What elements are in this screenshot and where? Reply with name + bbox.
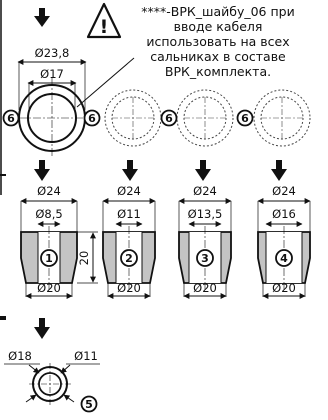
svg-text:!: ! bbox=[100, 16, 109, 38]
washer-2-top-diameter: Ø24 bbox=[117, 184, 141, 198]
bottom-part-inner-diameter: Ø11 bbox=[74, 349, 98, 363]
part-callout-6-b: 6 bbox=[83, 109, 101, 127]
down-arrow-3 bbox=[195, 160, 211, 181]
top-ring-inner-diameter: Ø17 bbox=[40, 67, 64, 81]
washer-3-number: 3 bbox=[201, 252, 209, 265]
washer-2-number-badge bbox=[120, 249, 138, 267]
note-line-5: ВРК_комплекта. bbox=[165, 64, 271, 79]
washer-2: Ø24 Ø11 2 Ø20 bbox=[102, 184, 156, 299]
down-arrow-2 bbox=[122, 160, 138, 181]
washer-1: Ø24 Ø8,5 1 Ø20 bbox=[20, 184, 78, 299]
warning-icon: ! bbox=[86, 2, 122, 39]
installation-note: ****-ВРК_шайбу_06 при вводе кабеля испол… bbox=[141, 4, 294, 79]
dotted-ring-4 bbox=[253, 89, 311, 147]
washer-2-number: 2 bbox=[125, 252, 133, 265]
left-border bbox=[0, 0, 6, 320]
washer-3-hole-diameter: Ø13,5 bbox=[188, 207, 223, 221]
washer-2-bottom-diameter: Ø20 bbox=[117, 281, 141, 295]
part-callout-5-label: 5 bbox=[85, 398, 93, 411]
height-dimension-label: 20 bbox=[77, 251, 91, 266]
washer-3-bottom-diameter: Ø20 bbox=[193, 281, 217, 295]
bottom-part: Ø18 Ø11 5 bbox=[4, 349, 100, 413]
dotted-ring-2 bbox=[104, 89, 162, 147]
washer-4-number-badge bbox=[275, 249, 293, 267]
svg-text:6: 6 bbox=[165, 112, 173, 125]
top-ring-outer-diameter: Ø23,8 bbox=[35, 46, 70, 60]
washer-4-hole-diameter: Ø16 bbox=[272, 207, 296, 221]
washer-4-top-diameter: Ø24 bbox=[272, 184, 296, 198]
down-arrow-1 bbox=[34, 160, 50, 181]
washer-4: Ø24 Ø16 4 Ø20 bbox=[257, 184, 311, 299]
note-line-2: вводе кабеля bbox=[174, 19, 263, 34]
washer-3-top-diameter: Ø24 bbox=[193, 184, 217, 198]
washer-1-number: 1 bbox=[45, 252, 53, 265]
top-ring-dimensions: Ø23,8 Ø17 bbox=[17, 46, 87, 110]
down-arrow-bottom bbox=[34, 318, 50, 339]
note-line-4: сальниках в составе bbox=[150, 49, 286, 64]
bottom-part-outer-diameter: Ø18 bbox=[8, 349, 32, 363]
part-callout-5 bbox=[80, 395, 98, 413]
height-dimension: 20 bbox=[77, 231, 98, 284]
washer-4-bottom-diameter: Ø20 bbox=[272, 281, 296, 295]
washer-2-hole-diameter: Ø11 bbox=[117, 207, 141, 221]
dotted-ring-3 bbox=[176, 89, 234, 147]
part-callout-6-c: 6 bbox=[160, 109, 178, 127]
washer-3-number-badge bbox=[196, 249, 214, 267]
washer-1-number-badge bbox=[40, 249, 58, 267]
note-line-3: использовать на всех bbox=[146, 34, 289, 49]
washer-3: Ø24 Ø13,5 3 Ø20 bbox=[178, 184, 232, 299]
down-arrow-top bbox=[34, 8, 50, 27]
washer-4-number: 4 bbox=[280, 252, 288, 265]
svg-text:6: 6 bbox=[88, 112, 96, 125]
part-callout-6-a: 6 bbox=[2, 109, 20, 127]
part-callout-6-d: 6 bbox=[236, 109, 254, 127]
svg-text:6: 6 bbox=[241, 112, 249, 125]
note-leader-line bbox=[76, 57, 135, 108]
washer-1-top-diameter: Ø24 bbox=[37, 184, 61, 198]
washer-1-hole-diameter: Ø8,5 bbox=[35, 207, 62, 221]
washer-1-bottom-diameter: Ø20 bbox=[37, 281, 61, 295]
down-arrow-4 bbox=[271, 160, 287, 181]
note-line-1: ****-ВРК_шайбу_06 при bbox=[141, 4, 294, 19]
svg-text:6: 6 bbox=[7, 112, 15, 125]
